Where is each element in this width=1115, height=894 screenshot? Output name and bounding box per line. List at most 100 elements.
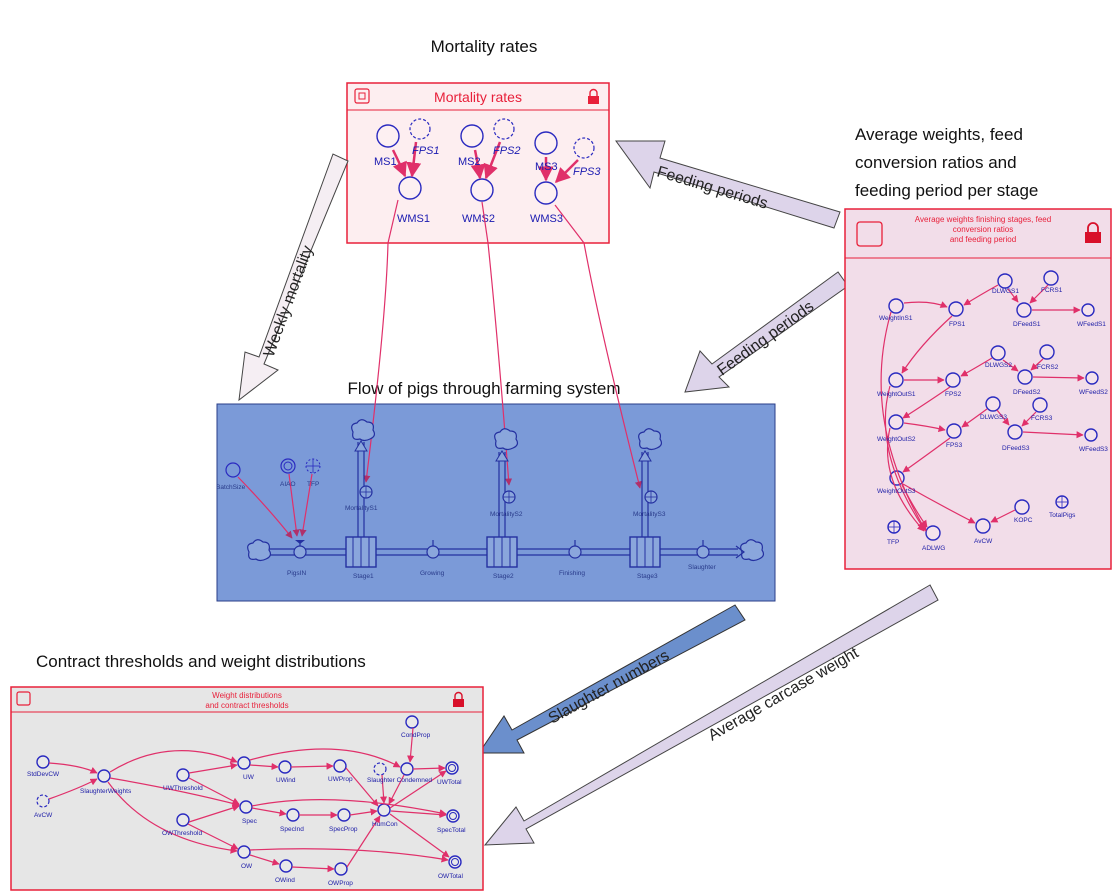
label-ms1: MS1 bbox=[374, 156, 397, 168]
label-owprop: OWProp bbox=[328, 880, 353, 887]
var-wfeeds2[interactable] bbox=[1085, 371, 1099, 385]
var-uwthreshold[interactable] bbox=[176, 768, 190, 782]
var-dlwgs2[interactable] bbox=[990, 345, 1006, 361]
var-kopc[interactable] bbox=[1014, 499, 1030, 515]
var-weightins1[interactable] bbox=[888, 298, 904, 314]
var-ms3[interactable] bbox=[534, 131, 558, 155]
var-stddevcw[interactable] bbox=[36, 755, 50, 769]
var-wms3[interactable] bbox=[534, 181, 558, 205]
var-ms2[interactable] bbox=[460, 124, 484, 148]
mortality-module: Mortality rates MS1 FPS1 WMS1 MS2 FPS2 W… bbox=[346, 82, 610, 244]
var-fps2[interactable] bbox=[493, 118, 515, 140]
label-wfeeds2: WFeedS2 bbox=[1079, 389, 1108, 396]
var-dlwgs3[interactable] bbox=[985, 396, 1001, 412]
var-specprop[interactable] bbox=[337, 808, 351, 822]
valve-icon[interactable] bbox=[568, 540, 582, 559]
var-fcrs2[interactable] bbox=[1039, 344, 1055, 360]
var-owprop[interactable] bbox=[334, 862, 348, 876]
lock-icon bbox=[588, 88, 599, 104]
label-fps2-w: FPS2 bbox=[945, 391, 962, 398]
weights-title-1: Average weights finishing stages, feed bbox=[915, 215, 1051, 224]
label-stage3: Stage3 bbox=[637, 573, 658, 580]
conveyor-icon[interactable] bbox=[629, 536, 661, 568]
valve-icon[interactable] bbox=[696, 540, 710, 559]
var-uwind[interactable] bbox=[278, 760, 292, 774]
var-weightouts1[interactable] bbox=[888, 372, 904, 388]
var-uwtotal[interactable] bbox=[445, 761, 459, 775]
var-spec[interactable] bbox=[239, 800, 253, 814]
var-condprop[interactable] bbox=[405, 715, 419, 729]
var-fcrs1[interactable] bbox=[1043, 270, 1059, 286]
var-owthreshold[interactable] bbox=[176, 813, 190, 827]
var-wms1[interactable] bbox=[398, 176, 422, 200]
mortality-outflow-2: MortalityS2 bbox=[490, 428, 523, 537]
label-tfp-w: TFP bbox=[887, 539, 899, 546]
cloud-icon bbox=[494, 428, 519, 451]
weights-title-3: and feeding period bbox=[950, 235, 1016, 244]
var-dfeeds1[interactable] bbox=[1016, 302, 1032, 318]
var-owind[interactable] bbox=[279, 859, 293, 873]
var-specind[interactable] bbox=[286, 808, 300, 822]
var-fps3[interactable] bbox=[573, 137, 595, 159]
var-wfeeds3[interactable] bbox=[1084, 428, 1098, 442]
var-weightouts2[interactable] bbox=[888, 414, 904, 430]
label-wms3: WMS3 bbox=[530, 213, 563, 225]
var-adlwg[interactable] bbox=[925, 525, 941, 541]
var-fps2-w[interactable] bbox=[945, 372, 961, 388]
label-wfeeds1: WFeedS1 bbox=[1077, 321, 1106, 328]
conveyor-icon[interactable] bbox=[345, 536, 377, 568]
var-uw[interactable] bbox=[237, 756, 251, 770]
valve-icon[interactable] bbox=[293, 540, 307, 559]
valve-icon[interactable] bbox=[426, 540, 440, 559]
mortality-module-title: Mortality rates bbox=[434, 89, 522, 105]
label-avcw-c: AvCW bbox=[34, 812, 53, 819]
var-fps3-w[interactable] bbox=[946, 423, 962, 439]
label-wms2: WMS2 bbox=[462, 213, 495, 225]
var-dfeeds2[interactable] bbox=[1017, 369, 1033, 385]
var-owtotal[interactable] bbox=[448, 855, 462, 869]
label-dlwgs3: DLWGS3 bbox=[980, 414, 1007, 421]
heading-flow-of-pigs: Flow of pigs through farming system bbox=[347, 379, 620, 398]
var-slaughter-condemned-b[interactable] bbox=[400, 762, 414, 776]
heading-average-weights-2: conversion ratios and bbox=[855, 153, 1017, 172]
var-batchsize[interactable] bbox=[225, 462, 241, 478]
label-specprop: SpecProp bbox=[329, 826, 358, 833]
var-avcw-c[interactable] bbox=[36, 794, 50, 808]
var-aiao[interactable] bbox=[280, 458, 296, 474]
contract-module: Weight distributions and contract thresh… bbox=[10, 686, 484, 891]
flow-module: BatchSize AIAO TFP bbox=[216, 242, 776, 602]
var-ms1[interactable] bbox=[376, 124, 400, 148]
var-uwprop[interactable] bbox=[333, 759, 347, 773]
var-slaughterweights[interactable] bbox=[97, 769, 111, 783]
module-icon bbox=[354, 88, 370, 104]
var-dfeeds3[interactable] bbox=[1007, 424, 1023, 440]
var-wms2[interactable] bbox=[470, 178, 494, 202]
cloud-icon bbox=[638, 428, 663, 451]
label-owthreshold: OWThreshold bbox=[162, 830, 202, 837]
var-wfeeds1[interactable] bbox=[1081, 303, 1095, 317]
var-fcrs3[interactable] bbox=[1032, 397, 1048, 413]
label-kopc: KOPC bbox=[1014, 517, 1033, 524]
conveyor-icon[interactable] bbox=[486, 536, 518, 568]
label-uwprop: UWProp bbox=[328, 776, 353, 783]
label-weightins1: WeightInS1 bbox=[879, 315, 913, 322]
label-batchsize: BatchSize bbox=[216, 484, 246, 491]
var-slaughter-condemned[interactable] bbox=[373, 762, 387, 776]
label-owtotal: OWTotal bbox=[438, 873, 463, 880]
cloud-icon bbox=[351, 419, 376, 442]
label-growing: Growing bbox=[420, 570, 445, 577]
label-condprop: CondProp bbox=[401, 732, 431, 739]
var-humcon[interactable] bbox=[377, 803, 391, 817]
arrow-label-feeding-periods-mid: Feeding periods bbox=[714, 298, 817, 379]
mortality-outflow-3: MortalityS3 bbox=[633, 428, 666, 537]
label-spectotal: SpecTotal bbox=[437, 827, 466, 834]
var-spectotal[interactable] bbox=[446, 809, 460, 823]
var-fps1-w[interactable] bbox=[948, 301, 964, 317]
var-avcw-w[interactable] bbox=[975, 518, 991, 534]
var-ow[interactable] bbox=[237, 845, 251, 859]
label-fcrs1: FCRS1 bbox=[1041, 287, 1063, 294]
lock-icon bbox=[1085, 222, 1101, 243]
var-fps1[interactable] bbox=[409, 118, 431, 140]
var-dlwgs1[interactable] bbox=[997, 273, 1013, 289]
